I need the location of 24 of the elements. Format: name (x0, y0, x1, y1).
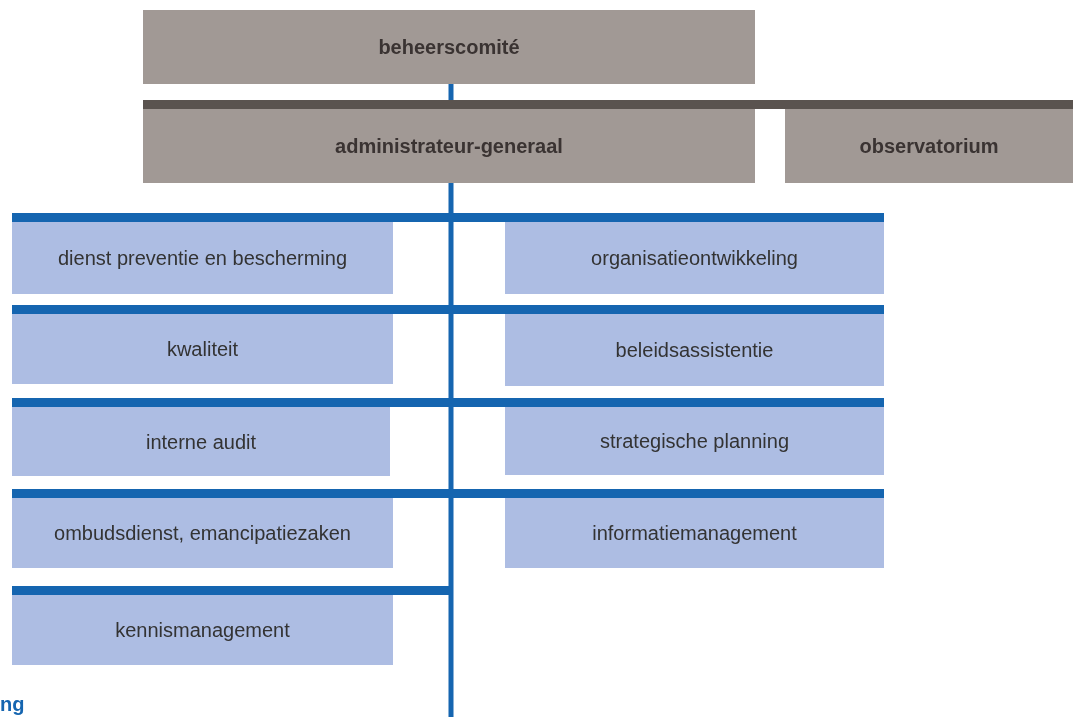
department-box: kwaliteit (12, 305, 393, 384)
branch-line (393, 213, 451, 222)
department-box: interne audit (12, 398, 390, 476)
department-box: organisatieontwikkeling (505, 213, 884, 294)
management-box: beheerscomité (143, 10, 755, 84)
management-box: administrateur-generaal (143, 109, 755, 183)
branch-line (451, 305, 505, 314)
connector-line (448, 84, 454, 100)
department-box: kennismanagement (12, 586, 393, 665)
department-box: ombudsdienst, emancipatiezaken (12, 489, 393, 568)
management-box: observatorium (785, 109, 1073, 183)
branch-line (451, 489, 505, 498)
branch-line (393, 586, 451, 595)
department-box: dienst preventie en bescherming (12, 213, 393, 294)
cut-off-label: ng (0, 692, 25, 717)
trunk-line (448, 183, 454, 717)
branch-line (390, 398, 451, 407)
department-box: strategische planning (505, 398, 884, 475)
department-box: informatiemanagement (505, 489, 884, 568)
department-box: beleidsassistentie (505, 305, 884, 386)
branch-line (451, 398, 505, 407)
branch-line (451, 213, 505, 222)
branch-line (393, 489, 451, 498)
branch-line (393, 305, 451, 314)
